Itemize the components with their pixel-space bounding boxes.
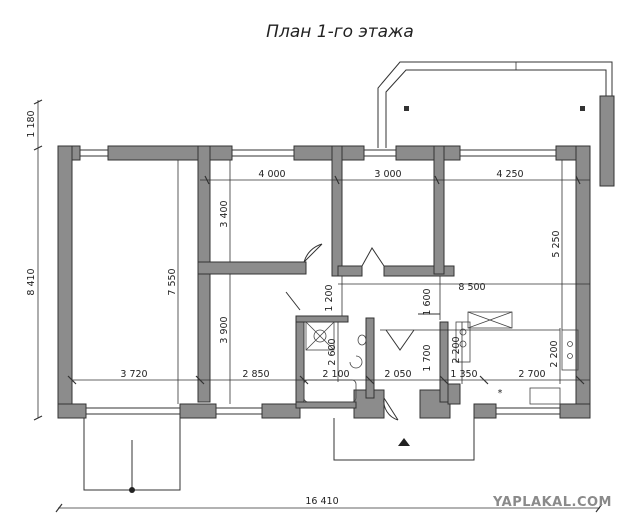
dim-2700: 2 700 (518, 369, 545, 380)
kitchen-fixtures: * (455, 311, 579, 405)
post-marker (580, 106, 585, 111)
dim-3400: 3 400 (219, 200, 230, 227)
dim-1600: 1 600 (422, 288, 433, 315)
plan-title: План 1-го этажа (266, 22, 414, 42)
dim-2600: 2 600 (327, 338, 338, 365)
bathtub (303, 379, 357, 403)
asterisk-mark: * (498, 388, 503, 399)
watermark: YAPLAKAL.COM (492, 495, 612, 510)
porch-top-right (377, 61, 615, 187)
dim-7550: 7 550 (167, 268, 178, 295)
dim-1350: 1 350 (450, 369, 477, 380)
dim-1200: 1 200 (324, 284, 335, 311)
boiler-symbol (349, 355, 363, 369)
dim-overall-16410: 16 410 (305, 496, 338, 507)
dim-2200-kitchen-right: 2 200 (549, 340, 560, 367)
entrance-arrow (398, 438, 410, 446)
dim-2850: 2 850 (242, 369, 269, 380)
stove (561, 329, 579, 371)
dim-left-8410: 8 410 (26, 268, 37, 295)
dim-5250: 5 250 (551, 230, 562, 257)
doors (285, 243, 440, 421)
dim-2200-kitchen-left: 2 200 (451, 336, 462, 363)
garage-apron (83, 418, 181, 493)
dim-top-3000: 3 000 (374, 169, 401, 180)
dim-2100: 2 100 (322, 369, 349, 380)
shower-tray (305, 321, 335, 351)
dim-top-4000: 4 000 (258, 169, 285, 180)
porch-wall (599, 95, 615, 187)
toilet (357, 334, 367, 346)
kitchen-hood (467, 311, 513, 329)
dim-8500: 8 500 (458, 282, 485, 293)
kitchen-counter (455, 321, 471, 363)
dim-left-1180: 1 180 (26, 110, 37, 137)
dim-2050: 2 050 (384, 369, 411, 380)
sink (529, 387, 561, 405)
dim-3720: 3 720 (120, 369, 147, 380)
post-marker (404, 106, 409, 111)
dim-1700: 1 700 (422, 344, 433, 371)
dim-top-4250: 4 250 (496, 169, 523, 180)
dim-3900: 3 900 (219, 316, 230, 343)
dimension-lines (33, 99, 603, 513)
entrance-porch (333, 418, 475, 461)
